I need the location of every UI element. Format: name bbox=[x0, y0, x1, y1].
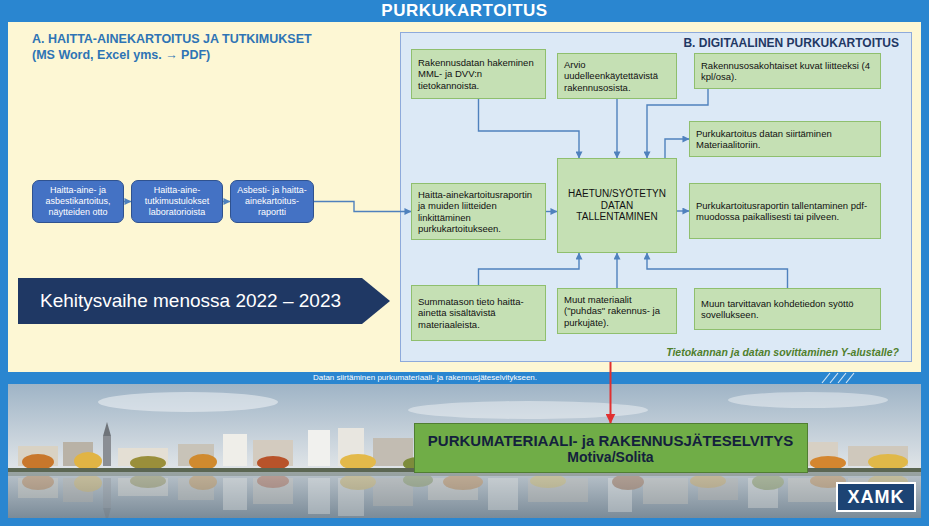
box-text: Haitta-aine- ja asbestikartoitus, näytte… bbox=[37, 185, 119, 217]
process-box: Arvio uudelleenkäytettävistä rakennusosi… bbox=[557, 53, 677, 99]
box-text: Motiva/Solita bbox=[567, 449, 653, 465]
panel-heading: B. DIGITAALINEN PURKUKARTOITUS bbox=[683, 36, 899, 50]
process-box: Muut materiaalit ("puhdas" rakennus- ja … bbox=[557, 288, 677, 334]
flow-note: Datan siirtäminen purkumateriaali- ja ra… bbox=[250, 372, 600, 384]
box-text: Rakennusosakohtaiset kuvat liitteeksi (4… bbox=[701, 60, 874, 82]
process-box: Haitta-aine- ja asbestikartoitus, näytte… bbox=[32, 180, 124, 223]
slide-title: PURKUKARTOITUS bbox=[381, 1, 547, 21]
process-box: Haitta-ainekartoitusraportin ja muiden l… bbox=[411, 183, 546, 240]
box-text: Muun tarvittavan kohdetiedon syöttö sove… bbox=[701, 298, 874, 320]
panel-heading: Tietokannan ja datan sovittaminen Y-alus… bbox=[666, 346, 899, 358]
section-panel: A. HAITTA-AINEKARTOITUS JA TUTKIMUKSET(M… bbox=[8, 22, 921, 372]
box-text: Arvio uudelleenkäytettävistä rakennusosi… bbox=[564, 59, 670, 93]
section-panel: B. DIGITAALINEN PURKUKARTOITUS Tietokanna… bbox=[400, 32, 912, 362]
process-box: Purkukartoitusraportin tallentaminen pdf… bbox=[689, 183, 881, 239]
process-box: Asbesti- ja haitta-ainekartoitus-raportt… bbox=[230, 180, 314, 223]
slash-mark bbox=[822, 373, 830, 383]
arrow-shape bbox=[18, 278, 390, 324]
box-text: Summatason tieto haitta-ainetta sisältäv… bbox=[418, 296, 539, 330]
logo-text: XAMK bbox=[848, 487, 905, 508]
data-store-box: HAETUN/SYÖTETYN DATAN TALLENTAMINEN bbox=[557, 158, 677, 253]
process-box: Muun tarvittavan kohdetiedon syöttö sove… bbox=[694, 288, 881, 330]
cloud bbox=[408, 401, 648, 419]
logo: XAMK bbox=[836, 482, 916, 512]
reflection bbox=[8, 472, 921, 518]
slash-mark bbox=[838, 373, 846, 383]
box-text: Purkukartoitusraportin tallentaminen pdf… bbox=[696, 200, 874, 222]
process-box: Haitta-aine-tutkimustulokset laboratorio… bbox=[131, 180, 223, 223]
sky bbox=[8, 384, 921, 472]
slash-mark bbox=[846, 373, 854, 383]
box-text: Haitta-aine-tutkimustulokset laboratorio… bbox=[136, 185, 218, 217]
box-text: HAETUN/SYÖTETYN DATAN TALLENTAMINEN bbox=[564, 188, 670, 223]
arrow-banner: Kehitysvaihe menossa 2022 – 2023 bbox=[18, 278, 390, 324]
slash-mark bbox=[830, 373, 838, 383]
process-box: Rakennusdatan hakeminen MML- ja DVV:n ti… bbox=[411, 49, 546, 99]
process-box: Purkukartoitus datan siirtäminen Materia… bbox=[689, 121, 881, 157]
process-box: Summatason tieto haitta-ainetta sisältäv… bbox=[411, 285, 546, 341]
box-text: Rakennusdatan hakeminen MML- ja DVV:n ti… bbox=[418, 57, 539, 91]
banner-text: Kehitysvaihe menossa 2022 – 2023 bbox=[40, 290, 341, 312]
box-text: PURKUMATERIAALI- ja RAKENNUSJÄTESELVITYS bbox=[428, 432, 793, 449]
shoreline bbox=[8, 422, 921, 472]
box-text: Muut materiaalit ("puhdas" rakennus- ja … bbox=[564, 294, 670, 328]
cloud bbox=[728, 392, 888, 408]
flow-note-text: Datan siirtäminen purkumateriaali- ja ra… bbox=[313, 372, 537, 384]
result-box: PURKUMATERIAALI- ja RAKENNUSJÄTESELVITYS… bbox=[414, 423, 808, 473]
cloud bbox=[98, 392, 278, 412]
title-bar: PURKUKARTOITUS bbox=[0, 0, 929, 22]
box-text: Asbesti- ja haitta-ainekartoitus-raportt… bbox=[235, 185, 309, 217]
box-text: Haitta-ainekartoitusraportin ja muiden l… bbox=[418, 189, 539, 234]
box-text: Purkukartoitus datan siirtäminen Materia… bbox=[696, 128, 874, 150]
process-box: Rakennusosakohtaiset kuvat liitteeksi (4… bbox=[694, 53, 881, 89]
